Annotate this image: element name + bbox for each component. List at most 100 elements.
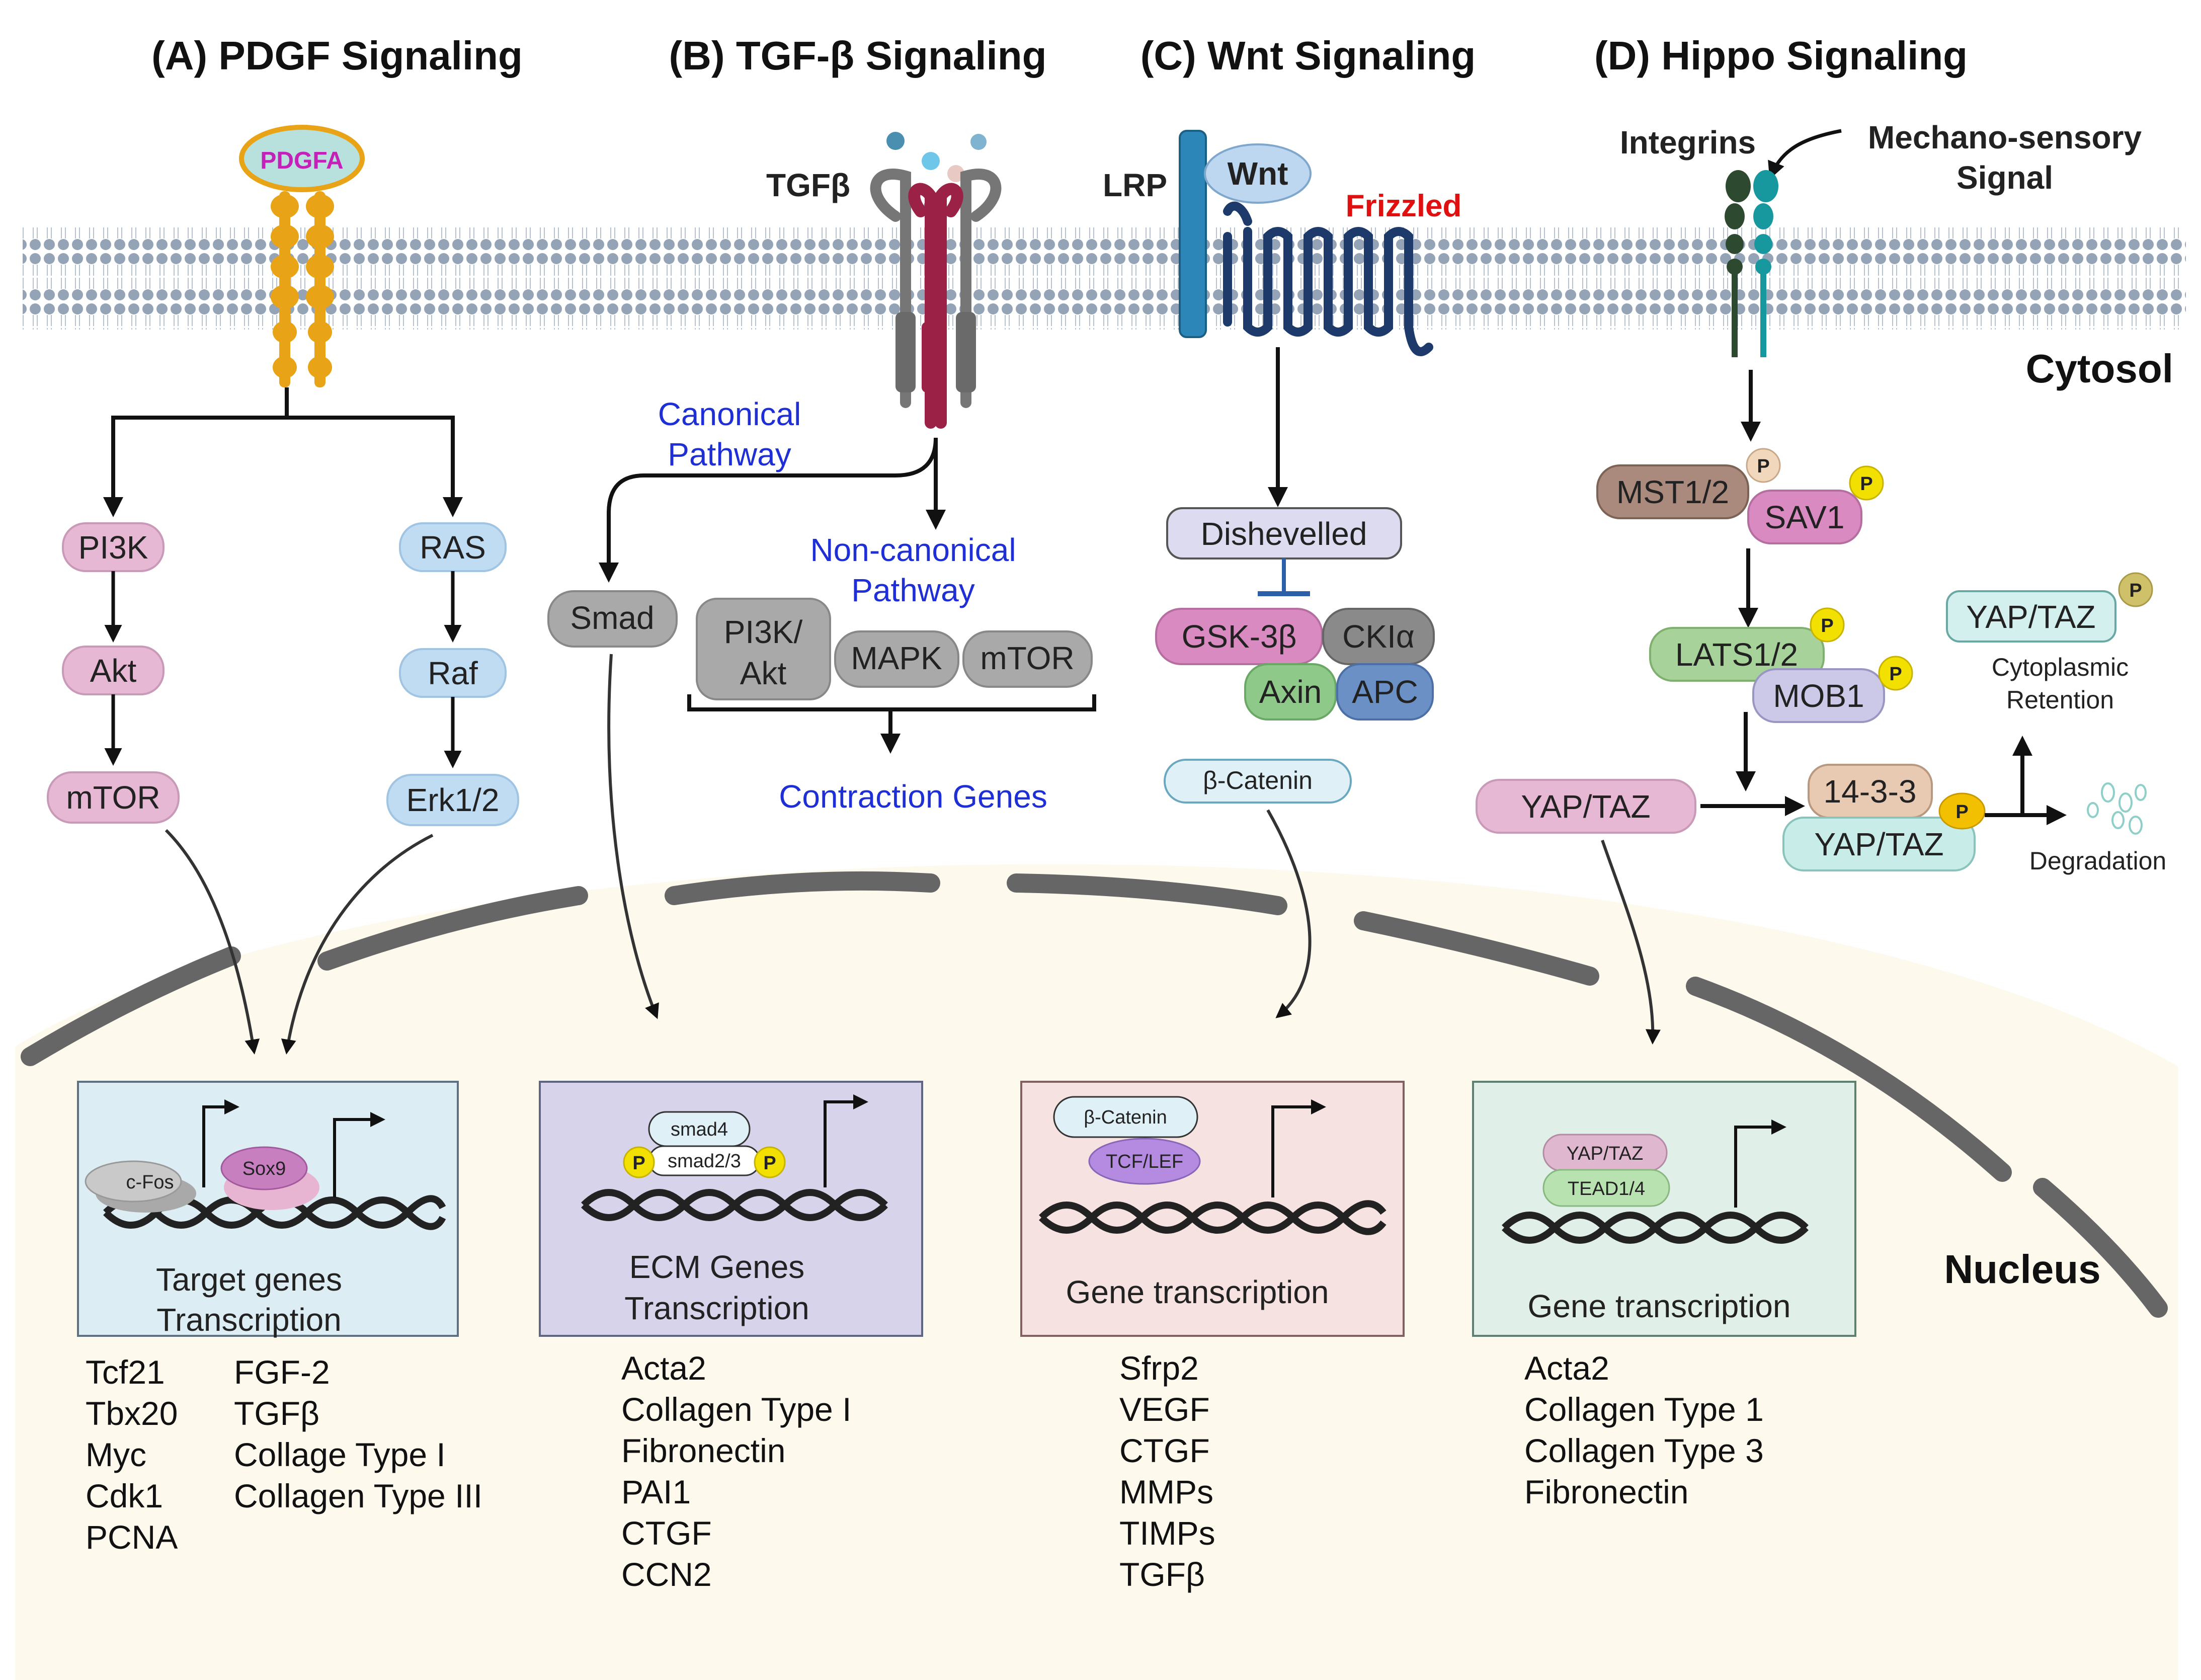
ras-label: RAS <box>420 529 486 566</box>
apc-label: APC <box>1352 674 1418 710</box>
svg-text:P: P <box>763 1153 776 1174</box>
hippo-gene-list: Acta2 Collagen Type 1 Collagen Type 3 Fi… <box>1524 1349 1764 1510</box>
dna-helix <box>1502 1212 1809 1244</box>
phospho-badge <box>1849 465 1884 501</box>
sox9-factor <box>220 1146 308 1190</box>
smad-node <box>547 590 678 648</box>
degradation-fragments <box>2087 782 2147 835</box>
pi3k-akt-label-1: PI3K/ <box>724 614 803 650</box>
svg-text:TIMPs: TIMPs <box>1119 1514 1215 1552</box>
cytosol-label: Cytosol <box>2026 346 2173 391</box>
dishevelled-label: Dishevelled <box>1201 516 1367 552</box>
svg-text:VEGF: VEGF <box>1119 1391 1210 1428</box>
akt-label: Akt <box>90 653 137 689</box>
svg-text:P: P <box>1955 802 1968 823</box>
svg-text:Acta2: Acta2 <box>1524 1349 1609 1387</box>
mst12-node <box>1596 464 1749 519</box>
tgfb-receptor <box>870 169 1002 429</box>
box-beta-catenin-factor <box>1053 1096 1198 1138</box>
pdgf-gene-list-1: Tcf21 Tbx20 Myc Cdk1 PCNA <box>86 1353 178 1556</box>
svg-text:Acta2: Acta2 <box>621 1349 706 1387</box>
mapk-label: MAPK <box>851 640 942 676</box>
wnt-box-line1: Gene transcription <box>1066 1274 1329 1310</box>
frizzled-receptor <box>1223 201 1433 356</box>
tgfb-ligand-label: TGFβ <box>766 167 850 203</box>
tgfb-box-line2: Transcription <box>624 1290 809 1326</box>
mtor-label: mTOR <box>66 779 160 816</box>
lrp-label: LRP <box>1103 167 1167 203</box>
canonical-label-2: Pathway <box>668 436 791 472</box>
svg-text:Collagen Type 3: Collagen Type 3 <box>1524 1432 1764 1469</box>
svg-text:P: P <box>1757 456 1769 477</box>
yap-taz-bound-label: YAP/TAZ <box>1814 826 1943 862</box>
svg-text:Tbx20: Tbx20 <box>86 1395 178 1432</box>
svg-text:TGFβ: TGFβ <box>234 1395 319 1432</box>
noncanonical-label-2: Pathway <box>851 572 974 608</box>
lrp-receptor <box>1179 130 1207 338</box>
integrins-label: Integrins <box>1620 124 1756 161</box>
tgfb-gene-list: Acta2 Collagen Type I Fibronectin PAI1 C… <box>621 1349 851 1593</box>
tead-factor <box>1542 1169 1670 1207</box>
phospho-badge <box>623 1146 655 1178</box>
svg-text:CTGF: CTGF <box>621 1514 712 1552</box>
yap-taz-bound-node <box>1782 817 1976 871</box>
tgfb-mtor-label: mTOR <box>980 640 1074 676</box>
svg-text:Fibronectin: Fibronectin <box>1524 1473 1689 1510</box>
axin-node <box>1244 663 1337 721</box>
yap-taz-node <box>1476 779 1696 834</box>
yap-taz-cyto-node <box>1946 590 2116 643</box>
svg-text:Collagen Type 1: Collagen Type 1 <box>1524 1391 1764 1428</box>
svg-text:P: P <box>1860 473 1872 495</box>
box-beta-catenin-label: β-Catenin <box>1084 1107 1167 1128</box>
svg-text:Myc: Myc <box>86 1436 146 1473</box>
phospho-badge <box>1878 656 1913 691</box>
smad23-label: smad2/3 <box>668 1151 741 1172</box>
cytoplasmic-label-2: Retention <box>2006 686 2114 714</box>
phospho-badge <box>1810 607 1845 643</box>
beta-catenin-label: β-Catenin <box>1203 766 1313 794</box>
dna-helix <box>1039 1200 1387 1235</box>
erk-node <box>386 774 519 826</box>
wnt-ligand <box>1204 143 1312 204</box>
mechano-label-2: Signal <box>1957 159 2053 196</box>
svg-text:Fibronectin: Fibronectin <box>621 1432 786 1469</box>
mapk-node <box>834 630 959 688</box>
cytoplasmic-label-1: Cytoplasmic <box>1992 653 2129 681</box>
tgfb-box-line1: ECM Genes <box>629 1249 805 1285</box>
svg-text:CTGF: CTGF <box>1119 1432 1210 1469</box>
wnt-ligand-label: Wnt <box>1228 155 1288 192</box>
phospho-badge <box>2118 572 2153 607</box>
14-3-3-label: 14-3-3 <box>1824 773 1917 810</box>
noncanonical-label-1: Non-canonical <box>810 532 1016 568</box>
ck1a-label: CKIα <box>1342 618 1415 655</box>
phospho-badge <box>1746 448 1781 483</box>
phospho-badge <box>1938 792 1986 830</box>
svg-text:PAI1: PAI1 <box>621 1473 691 1510</box>
svg-text:P: P <box>632 1153 645 1174</box>
pi3k-akt-label-2: Akt <box>740 655 787 691</box>
title-pdgf: (A) PDGF Signaling <box>151 33 523 78</box>
svg-text:P: P <box>2129 580 2142 601</box>
nucleus-label: Nucleus <box>1944 1247 2100 1292</box>
dna-helix <box>581 1189 888 1221</box>
contraction-genes-label: Contraction Genes <box>779 778 1047 815</box>
svg-text:Sfrp2: Sfrp2 <box>1119 1349 1199 1387</box>
svg-text:CCN2: CCN2 <box>621 1556 712 1593</box>
title-wnt: (C) Wnt Signaling <box>1140 33 1476 78</box>
svg-text:Collagen Type I: Collagen Type I <box>621 1391 851 1428</box>
mob1-label: MOB1 <box>1773 678 1864 714</box>
cell-membrane <box>23 226 2186 330</box>
mechano-label-1: Mechano-sensory <box>1868 119 2142 155</box>
tgfb-mtor-node <box>962 630 1093 688</box>
svg-text:Collage Type I: Collage Type I <box>234 1436 446 1473</box>
smad4-label: smad4 <box>671 1119 728 1140</box>
svg-text:MMPs: MMPs <box>1119 1473 1213 1510</box>
pdgf-box-line2: Transcription <box>156 1302 342 1338</box>
nuclear-envelope <box>21 871 2168 1318</box>
pi3k-akt-node <box>696 598 831 700</box>
title-tgfb: (B) TGF-β Signaling <box>669 33 1047 78</box>
mob1-node <box>1752 668 1885 723</box>
yap-taz-label: YAP/TAZ <box>1521 788 1650 825</box>
lats12-label: LATS1/2 <box>1675 636 1798 673</box>
canonical-label-1: Canonical <box>658 396 801 432</box>
